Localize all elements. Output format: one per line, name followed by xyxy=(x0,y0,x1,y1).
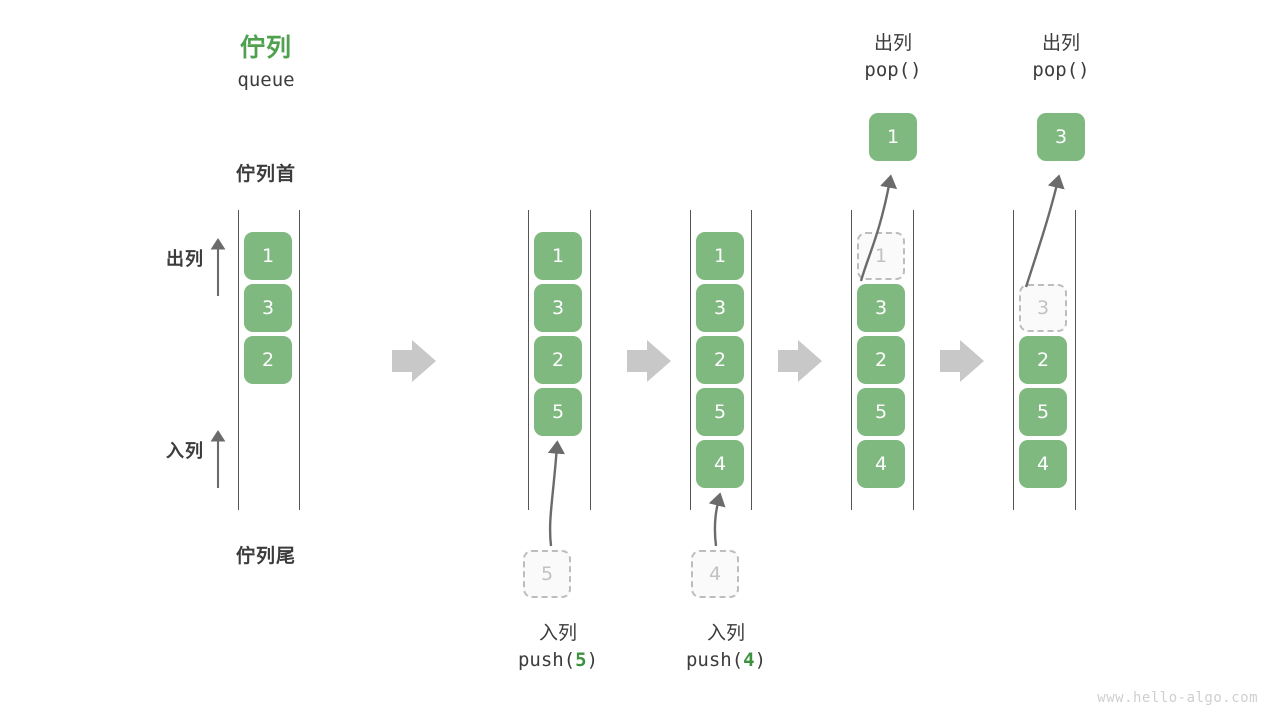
watermark: www.hello-algo.com xyxy=(1097,690,1258,706)
queue-element: 3 xyxy=(534,284,582,332)
push5-caption-code: push(5) xyxy=(468,647,648,674)
queue-element: 5 xyxy=(1019,388,1067,436)
rail-right-pop3 xyxy=(1075,210,1076,510)
pop1-caption-code: pop() xyxy=(864,58,922,81)
enqueue-label: 入列 xyxy=(166,441,204,462)
push4-caption-code: push(4) xyxy=(636,647,816,674)
rail-right-initial xyxy=(299,210,300,510)
dequeue-label: 出列 xyxy=(166,249,204,270)
step-arrow-3 xyxy=(778,340,822,382)
queue-element: 4 xyxy=(696,440,744,488)
push4-arrow xyxy=(708,492,726,547)
queue-element: 2 xyxy=(244,336,292,384)
queue-element: 3 xyxy=(696,284,744,332)
queue-element: 4 xyxy=(857,440,905,488)
push4-caption: 入列 push(4) xyxy=(636,620,816,674)
queue-element: 2 xyxy=(696,336,744,384)
push4-caption-cn: 入列 xyxy=(706,622,745,644)
push5-caption-cn: 入列 xyxy=(538,622,577,644)
rail-left-initial xyxy=(238,210,239,510)
rail-left-pop3 xyxy=(1013,210,1014,510)
queue-element: 1 xyxy=(696,232,744,280)
queue-element: 2 xyxy=(534,336,582,384)
push5-code-value: 5 xyxy=(575,648,587,671)
pop3-caption-code: pop() xyxy=(1032,58,1090,81)
pop3-caption: 出列 pop() xyxy=(971,30,1151,84)
popped-element: 1 xyxy=(869,113,917,161)
queue-element: 1 xyxy=(244,232,292,280)
queue-element: 1 xyxy=(534,232,582,280)
pop1-caption-cn: 出列 xyxy=(873,32,912,54)
queue-element: 3 xyxy=(857,284,905,332)
step-arrow-1 xyxy=(392,340,436,382)
push4-code-prefix: push( xyxy=(685,648,744,671)
push5-arrow xyxy=(547,440,566,547)
queue-element: 5 xyxy=(696,388,744,436)
push4-code-suffix: ) xyxy=(754,648,767,671)
rail-right-push5 xyxy=(590,210,591,510)
queue-element: 2 xyxy=(1019,336,1067,384)
pop1-caption: 出列 pop() xyxy=(803,30,983,84)
incoming-element-ghost: 5 xyxy=(523,550,571,598)
rail-left-push5 xyxy=(528,210,529,510)
queue-element: 3 xyxy=(244,284,292,332)
popped-element: 3 xyxy=(1037,113,1085,161)
rail-left-push4 xyxy=(690,210,691,510)
queue-element: 4 xyxy=(1019,440,1067,488)
push4-code-value: 4 xyxy=(743,648,755,671)
step-arrow-4 xyxy=(940,340,984,382)
queue-tail-label: 佇列尾 xyxy=(235,545,296,567)
queue-element: 2 xyxy=(857,336,905,384)
incoming-element-ghost: 4 xyxy=(691,550,739,598)
page-subtitle: queue xyxy=(237,69,295,91)
push5-code-prefix: push( xyxy=(517,648,576,671)
page-title: 佇列 xyxy=(239,33,292,62)
pop3-caption-cn: 出列 xyxy=(1041,32,1080,54)
pop3-arrow xyxy=(1024,174,1065,288)
push5-code-suffix: ) xyxy=(586,648,599,671)
rail-left-pop1 xyxy=(851,210,852,510)
rail-right-push4 xyxy=(751,210,752,510)
rail-right-pop1 xyxy=(913,210,914,510)
queue-element: 5 xyxy=(534,388,582,436)
step-arrow-2 xyxy=(627,340,671,382)
queue-element: 5 xyxy=(857,388,905,436)
push5-caption: 入列 push(5) xyxy=(468,620,648,674)
queue-element-ghost: 1 xyxy=(857,232,905,280)
queue-head-label: 佇列首 xyxy=(235,163,296,185)
queue-element-ghost: 3 xyxy=(1019,284,1067,332)
